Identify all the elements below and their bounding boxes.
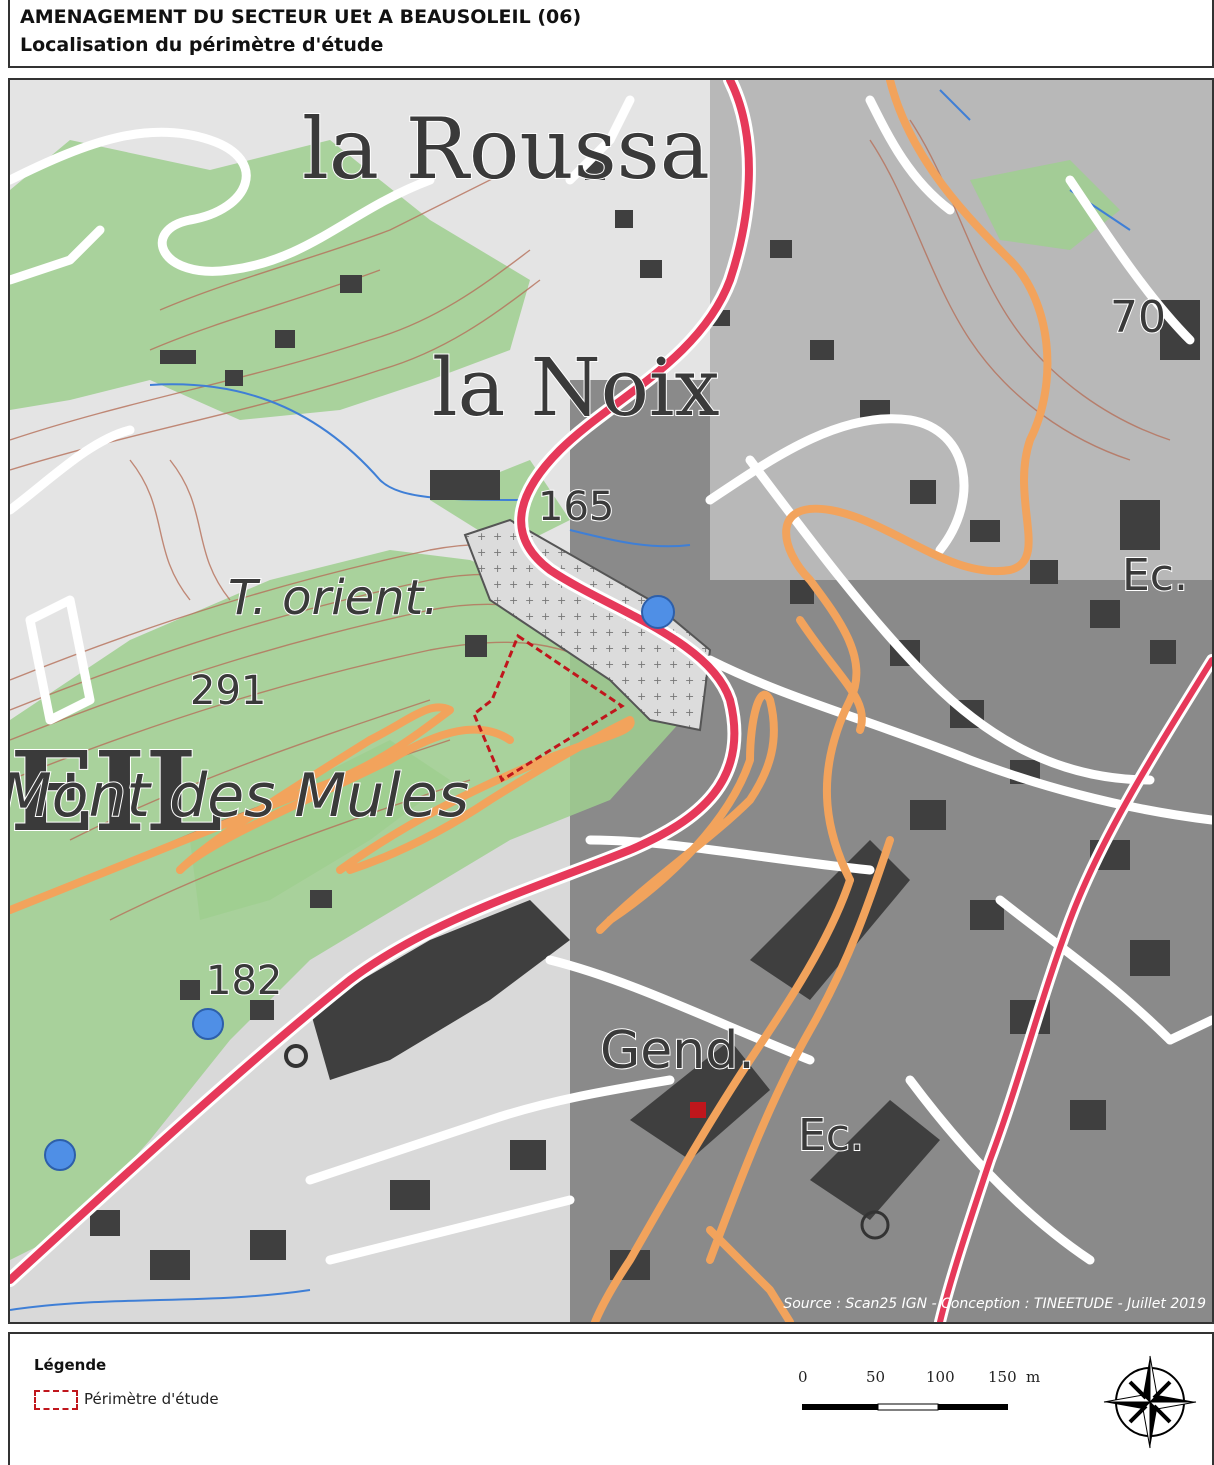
water-tank-symbol <box>44 1139 76 1171</box>
scale-label-100: 100 <box>926 1368 955 1386</box>
point-symbols <box>44 595 890 1240</box>
main-road <box>10 80 1212 1322</box>
place-label-t-orient: T. orient. <box>228 570 439 626</box>
scale-segment <box>877 1403 939 1411</box>
place-label-gend: Gend. <box>600 1021 755 1081</box>
place-label-ec-right: Ec. <box>1122 550 1188 601</box>
place-label-roussa: la Roussa <box>302 100 710 198</box>
elevation-label-165: 165 <box>538 484 614 530</box>
legend-panel: Légende Périmètre d'étude 0 50 100 150 m <box>8 1332 1214 1465</box>
scale-bar: 0 50 100 150 m <box>798 1368 1040 1411</box>
secondary-roads <box>10 80 1052 1322</box>
legend-title: Légende <box>34 1356 107 1374</box>
map-subtitle: Localisation du périmètre d'étude <box>20 34 384 56</box>
well-symbol <box>284 1044 308 1068</box>
place-label-ec-center: Ec. <box>798 1110 864 1161</box>
place-label-mont-des-mules: Mont des Mules <box>10 761 469 831</box>
elevation-label-70: 70 <box>1110 292 1166 343</box>
map-title: AMENAGEMENT DU SECTEUR UEt A BEAUSOLEIL … <box>20 6 582 28</box>
scale-label-150: 150 <box>988 1368 1017 1386</box>
elevation-label-182: 182 <box>206 958 282 1004</box>
topographic-map[interactable]: + <box>10 80 1212 1322</box>
elevation-label-291: 291 <box>190 668 266 714</box>
water-tank-symbol <box>641 595 675 629</box>
study-perimeter-legend-symbol <box>34 1390 78 1410</box>
title-box: AMENAGEMENT DU SECTEUR UEt A BEAUSOLEIL … <box>8 0 1214 68</box>
place-label-noix: la Noix <box>432 341 720 434</box>
church-symbol <box>860 1210 890 1240</box>
study-perimeter[interactable] <box>472 633 625 783</box>
scale-segment <box>938 1404 1008 1410</box>
scale-label-0: 0 <box>798 1368 808 1386</box>
scale-label-50: 50 <box>866 1368 885 1386</box>
post-office-symbol <box>690 1102 706 1118</box>
compass-rose-icon <box>1103 1355 1197 1449</box>
water-tank-symbol <box>192 1008 224 1040</box>
scale-unit: m <box>1026 1368 1040 1386</box>
vegetation-areas <box>10 140 1120 1260</box>
study-perimeter-legend-label: Périmètre d'étude <box>84 1390 219 1408</box>
scale-segment <box>802 1404 878 1410</box>
place-label-eil: EIL <box>10 727 223 856</box>
source-credit: Source : Scan25 IGN - Conception : TINEE… <box>783 1296 1206 1312</box>
local-roads <box>10 95 1212 1265</box>
map-frame[interactable]: + <box>8 78 1214 1324</box>
cemetery-area <box>463 518 712 732</box>
